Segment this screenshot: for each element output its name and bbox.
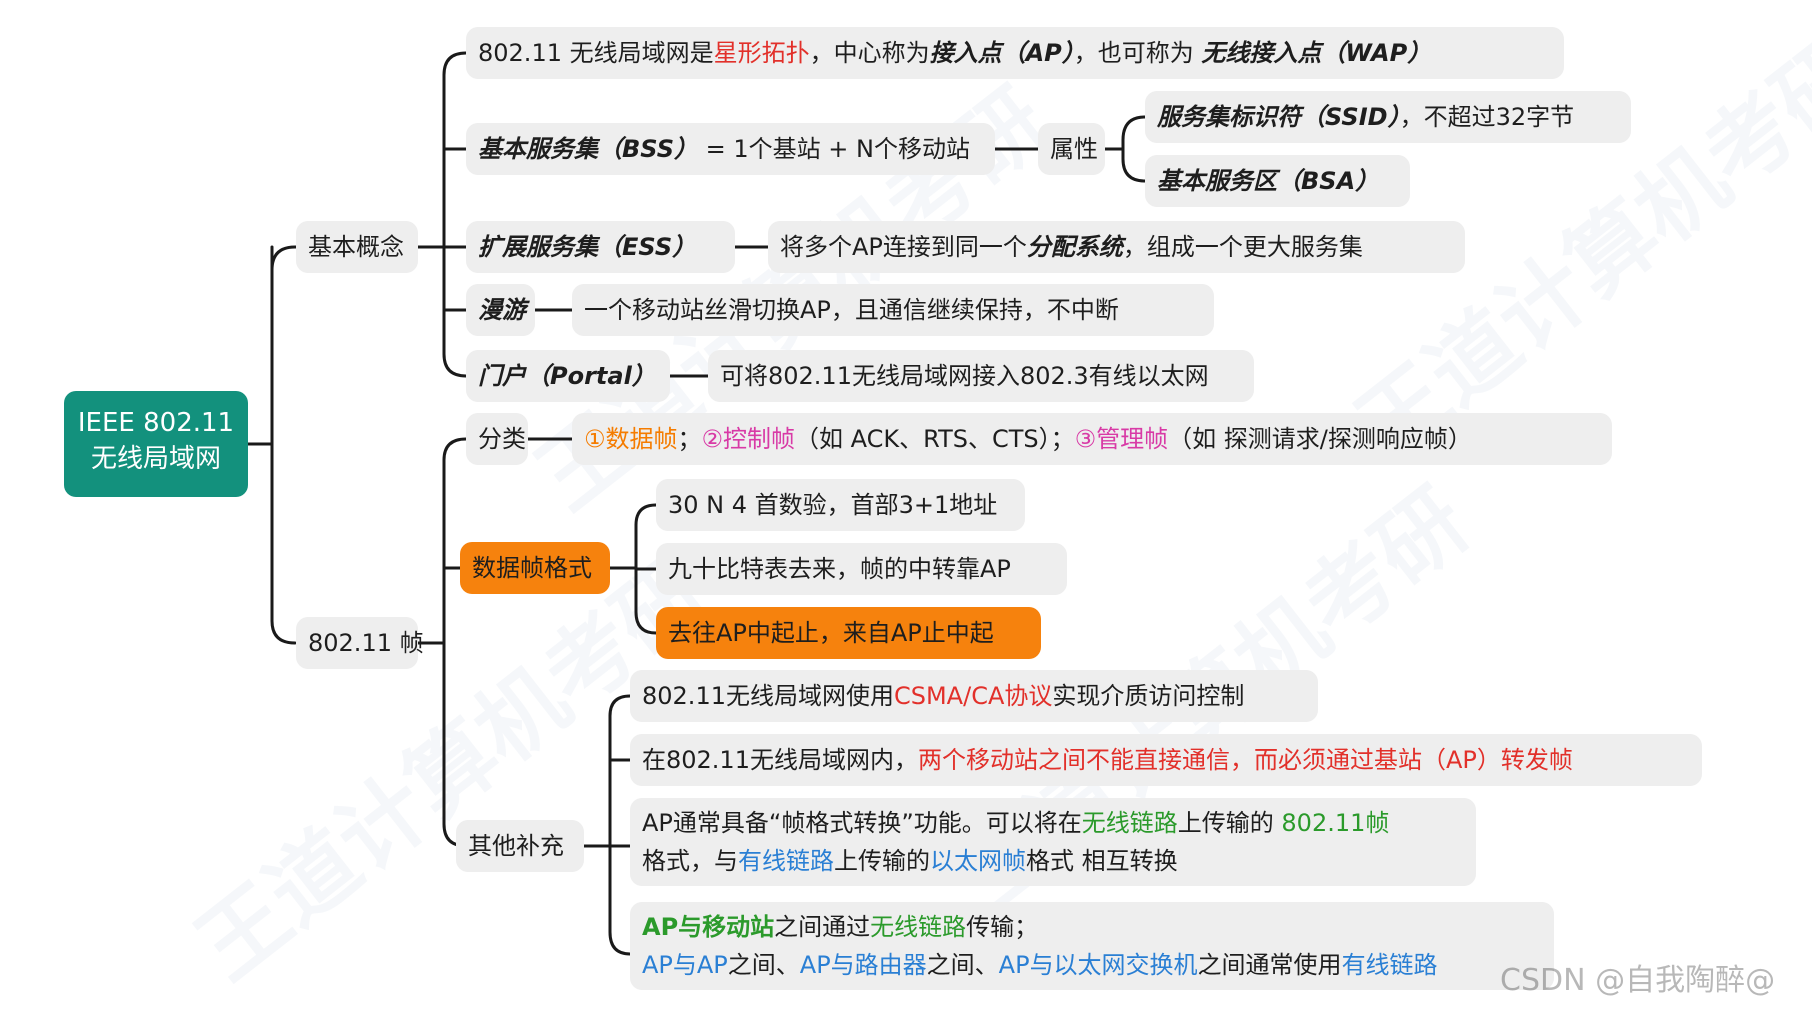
classification-node: 分类 bbox=[466, 413, 528, 465]
other-supplements-node: 其他补充 bbox=[456, 820, 584, 872]
types-sep: ； bbox=[677, 425, 702, 453]
ap-station-term: AP与移动站 bbox=[642, 913, 775, 941]
bss-term: 基本服务集（BSS） bbox=[478, 135, 699, 163]
connector bbox=[634, 503, 658, 527]
star-text-2: ，中心称为 bbox=[809, 39, 930, 67]
basic-concepts-node: 基本概念 bbox=[296, 221, 418, 273]
csma-node: 802.11无线局域网使用CSMA/CA协议实现介质访问控制 bbox=[630, 670, 1318, 722]
no-direct-comm-node: 在802.11无线局域网内，两个移动站之间不能直接通信，而必须通过基站（AP）转… bbox=[630, 734, 1702, 786]
management-frame-examples: （如 探测请求/探测响应帧） bbox=[1168, 425, 1472, 453]
roaming-definition-node: 一个移动站丝滑切换AP，且通信继续保持，不中断 bbox=[572, 284, 1214, 336]
ess-def-text-2: ，组成一个更大服务集 bbox=[1122, 233, 1363, 261]
links-wireless-term: 无线链路 bbox=[870, 913, 967, 941]
bss-node: 基本服务集（BSS） = 1个基站 + N个移动站 bbox=[466, 123, 995, 175]
ess-def-text-1: 将多个AP连接到同一个 bbox=[780, 233, 1027, 261]
frame-node: 802.11 帧 bbox=[296, 617, 424, 669]
format-item-2: 九十比特表去来，帧的中转靠AP bbox=[656, 543, 1067, 595]
portal-definition-node: 可将802.11无线局域网接入802.3有线以太网 bbox=[708, 350, 1254, 402]
ap-term: 接入点（AP） bbox=[929, 39, 1074, 67]
format-item-3: 去往AP中起止，来自AP止中起 bbox=[656, 607, 1041, 659]
frame-conversion-node: AP通常具备“帧格式转换”功能。可以将在无线链路上传输的 802.11帧 格式，… bbox=[630, 798, 1476, 886]
connector bbox=[1121, 138, 1147, 183]
bsa-term: 基本服务区（BSA） bbox=[1157, 167, 1380, 195]
conv-text-2: 上传输的 bbox=[1177, 809, 1282, 837]
format-item-1: 30 N 4 首数验，首部3+1地址 bbox=[656, 479, 1025, 531]
connector bbox=[270, 245, 298, 272]
roaming-node: 漫游 bbox=[466, 284, 535, 336]
bsa-node: 基本服务区（BSA） bbox=[1145, 155, 1410, 207]
star-topology-node: 802.11 无线局域网是星形拓扑，中心称为接入点（AP），也可称为 无线接入点… bbox=[466, 27, 1564, 79]
frame-types-node: ①数据帧；②控制帧（如 ACK、RTS、CTS）；③管理帧（如 探测请求/探测响… bbox=[572, 413, 1612, 465]
connector bbox=[442, 51, 468, 77]
csma-ca-term: CSMA/CA协议 bbox=[893, 682, 1053, 710]
star-text-3: ，也可称为 bbox=[1073, 39, 1202, 67]
links-text-2: 传输； bbox=[966, 913, 1039, 941]
roaming-term: 漫游 bbox=[478, 296, 526, 324]
conv-text-4: 上传输的 bbox=[834, 847, 930, 875]
connector bbox=[634, 523, 658, 635]
root-line1: IEEE 802.11 bbox=[77, 408, 235, 438]
connector bbox=[442, 73, 468, 378]
direct-red-text: 两个移动站之间不能直接通信，而必须通过基站（AP）转发帧 bbox=[917, 746, 1573, 774]
links-text-3: 之间、 bbox=[727, 951, 800, 979]
ssid-node: 服务集标识符（SSID），不超过32字节 bbox=[1145, 91, 1631, 143]
connector bbox=[442, 437, 468, 462]
conv-text-1: AP通常具备“帧格式转换”功能。可以将在 bbox=[642, 809, 1082, 837]
distribution-system-term: 分配系统 bbox=[1026, 233, 1123, 261]
connector bbox=[1121, 115, 1147, 142]
control-frame-type: ②控制帧 bbox=[701, 425, 796, 453]
control-frame-examples: （如 ACK、RTS、CTS）； bbox=[795, 425, 1075, 453]
portal-node: 门户（Portal） bbox=[466, 350, 670, 402]
ess-node: 扩展服务集（ESS） bbox=[466, 221, 735, 273]
ess-definition-node: 将多个AP连接到同一个分配系统，组成一个更大服务集 bbox=[768, 221, 1465, 273]
ssid-term: 服务集标识符（SSID） bbox=[1157, 103, 1400, 131]
links-wired-term: 有线链路 bbox=[1341, 951, 1438, 979]
connector bbox=[608, 694, 632, 718]
data-frame-type: ①数据帧 bbox=[584, 425, 678, 453]
ethernet-frame-term: 以太网帧 bbox=[930, 847, 1026, 875]
links-text-4: 之间、 bbox=[926, 951, 999, 979]
direct-text-1: 在802.11无线局域网内， bbox=[642, 746, 918, 774]
ap-switch-term: AP与以太网交换机 bbox=[998, 951, 1198, 979]
connector bbox=[270, 245, 297, 645]
ap-ap-term: AP与AP bbox=[642, 951, 728, 979]
attributes-node: 属性 bbox=[1038, 123, 1105, 175]
ap-router-term: AP与路由器 bbox=[799, 951, 927, 979]
wifi-frame-term: 802.11帧 bbox=[1281, 809, 1390, 837]
credit-watermark: CSDN @自我陶醉@ bbox=[1500, 963, 1776, 998]
wap-term: 无线接入点（WAP） bbox=[1201, 39, 1432, 67]
conv-text-3: 格式，与 bbox=[642, 847, 738, 875]
star-text-1: 802.11 无线局域网是 bbox=[478, 39, 714, 67]
link-types-node: AP与移动站之间通过无线链路传输； AP与AP之间、AP与路由器之间、AP与以太… bbox=[630, 902, 1554, 990]
links-text-5: 之间通常使用 bbox=[1197, 951, 1342, 979]
csma-text-1: 802.11无线局域网使用 bbox=[642, 682, 894, 710]
wired-link-term: 有线链路 bbox=[738, 847, 834, 875]
data-frame-format-node: 数据帧格式 bbox=[460, 542, 610, 594]
connector bbox=[442, 458, 468, 848]
wireless-link-term: 无线链路 bbox=[1081, 809, 1178, 837]
portal-term: 门户（Portal） bbox=[478, 362, 656, 390]
root-line2: 无线局域网 bbox=[90, 444, 221, 474]
root-node: IEEE 802.11 无线局域网 bbox=[64, 391, 248, 497]
ssid-rest: ，不超过32字节 bbox=[1399, 103, 1575, 131]
connector bbox=[608, 714, 632, 956]
star-topology-term: 星形拓扑 bbox=[713, 39, 810, 67]
bss-definition: = 1个基站 + N个移动站 bbox=[698, 135, 970, 163]
management-frame-type: ③管理帧 bbox=[1074, 425, 1169, 453]
links-text-1: 之间通过 bbox=[774, 913, 871, 941]
conv-text-5: 格式 相互转换 bbox=[1026, 847, 1178, 875]
ess-term: 扩展服务集（ESS） bbox=[478, 233, 697, 261]
csma-text-2: 实现介质访问控制 bbox=[1052, 682, 1245, 710]
